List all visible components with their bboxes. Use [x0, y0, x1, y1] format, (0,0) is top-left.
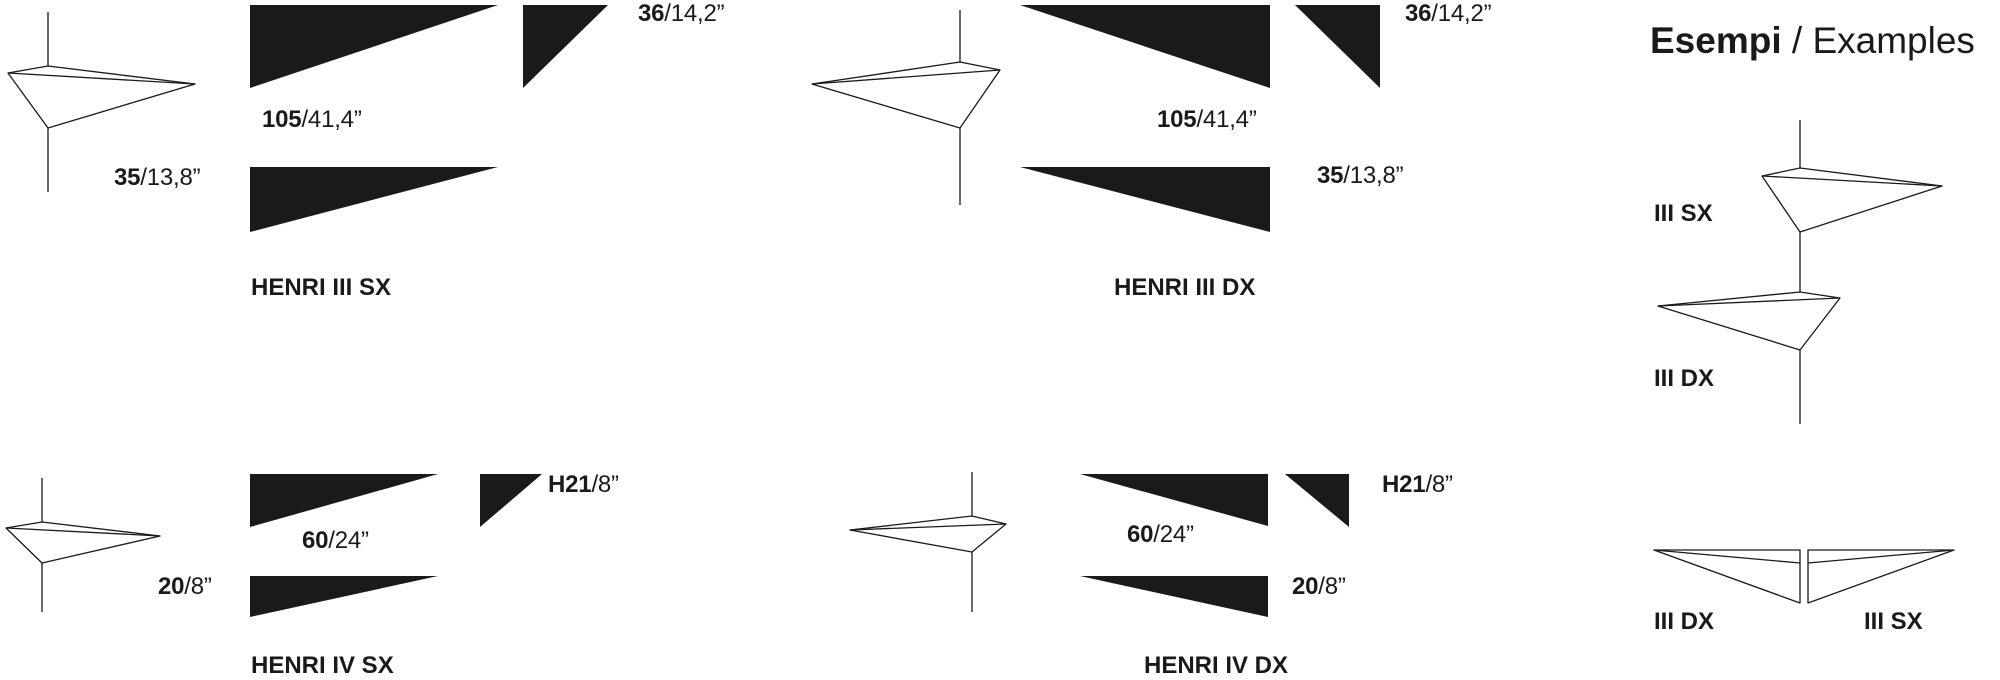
- dim-unit: /8”: [184, 573, 212, 600]
- dim-value: 105: [262, 106, 302, 133]
- product-name-henri-iv-dx: HENRI IV DX: [1144, 652, 1289, 679]
- dim-label-depth: 36/14,2”: [638, 0, 725, 28]
- dim-unit: /41,4”: [1196, 106, 1257, 133]
- example-label-stack-bottom: III DX: [1654, 365, 1715, 392]
- dim-value: 60: [1127, 521, 1154, 548]
- henri-iv-sx-side-triangle: [480, 474, 542, 527]
- henri-iii-sx-side-view: [7, 12, 196, 192]
- henri-iv-sx-bottom-plan: [250, 576, 438, 617]
- page-title: Esempi / Examples: [1650, 20, 1975, 62]
- dim-value: 35: [1317, 162, 1344, 189]
- dim-value: 60: [302, 527, 329, 554]
- example-pair-diagram: [1653, 549, 1955, 604]
- dim-unit: /8”: [1318, 573, 1346, 600]
- dim-value: 36: [1405, 0, 1432, 27]
- dim-unit: /41,4”: [301, 106, 362, 133]
- dim-label-length: 105/41,4”: [1157, 106, 1257, 134]
- dim-unit: /14,2”: [664, 0, 725, 27]
- dim-unit: /13,8”: [1343, 162, 1404, 189]
- example-label-pair-right: III SX: [1864, 608, 1923, 635]
- henri-iii-dx-bottom-plan: [1020, 167, 1270, 232]
- dim-label-height: H21/8”: [548, 471, 619, 499]
- dim-unit: /13,8”: [140, 164, 201, 191]
- henri-iv-dx-bottom-plan: [1080, 576, 1268, 617]
- example-label-pair-left: III DX: [1654, 608, 1715, 635]
- dim-value: 20: [158, 573, 185, 600]
- henri-iii-dx-side-triangle: [1295, 5, 1380, 88]
- henri-iv-dx-top-plan: [1080, 474, 1268, 526]
- dim-value: 35: [114, 164, 141, 191]
- dim-value: 20: [1292, 573, 1319, 600]
- dim-value: 36: [638, 0, 665, 27]
- dim-label-length: 105/41,4”: [262, 106, 362, 134]
- henri-iii-sx-bottom-plan: [250, 167, 498, 232]
- henri-iii-sx-side-triangle: [523, 5, 608, 88]
- example-stack-diagram: [1657, 120, 1943, 424]
- page-title-rest: / Examples: [1781, 20, 1975, 61]
- dim-unit: /8”: [1425, 471, 1453, 498]
- dim-label-depth: 36/14,2”: [1405, 0, 1492, 28]
- product-name-henri-iii-dx: HENRI III DX: [1114, 274, 1256, 301]
- dim-unit: /24”: [1153, 521, 1194, 548]
- henri-iv-dx-side-view: [849, 472, 1007, 612]
- dim-label-length: 60/24”: [1127, 521, 1194, 549]
- dim-unit: /8”: [591, 471, 619, 498]
- dim-label-length: 60/24”: [302, 527, 369, 555]
- henri-iii-dx-side-view: [811, 10, 1001, 205]
- henri-iv-sx-top-plan: [250, 474, 438, 527]
- dim-unit: /14,2”: [1431, 0, 1492, 27]
- product-name-henri-iv-sx: HENRI IV SX: [251, 652, 394, 679]
- henri-iii-sx-top-plan: [250, 5, 498, 88]
- dim-label-width: 20/8”: [1292, 573, 1346, 601]
- product-name-henri-iii-sx: HENRI III SX: [251, 274, 392, 301]
- dim-value: 105: [1157, 106, 1197, 133]
- henri-iv-dx-side-triangle: [1285, 474, 1349, 527]
- dim-label-width: 35/13,8”: [1317, 162, 1404, 190]
- dim-label-height: H21/8”: [1382, 471, 1453, 499]
- example-label-stack-top: III SX: [1654, 200, 1713, 227]
- dim-unit: /24”: [328, 527, 369, 554]
- page-title-bold: Esempi: [1650, 20, 1782, 61]
- henri-iv-sx-side-view: [5, 478, 161, 612]
- dim-value: H21: [1382, 471, 1426, 498]
- dim-value: H21: [548, 471, 592, 498]
- dim-label-width: 20/8”: [158, 573, 212, 601]
- henri-iii-dx-top-plan: [1020, 5, 1270, 88]
- dim-label-width: 35/13,8”: [114, 164, 201, 192]
